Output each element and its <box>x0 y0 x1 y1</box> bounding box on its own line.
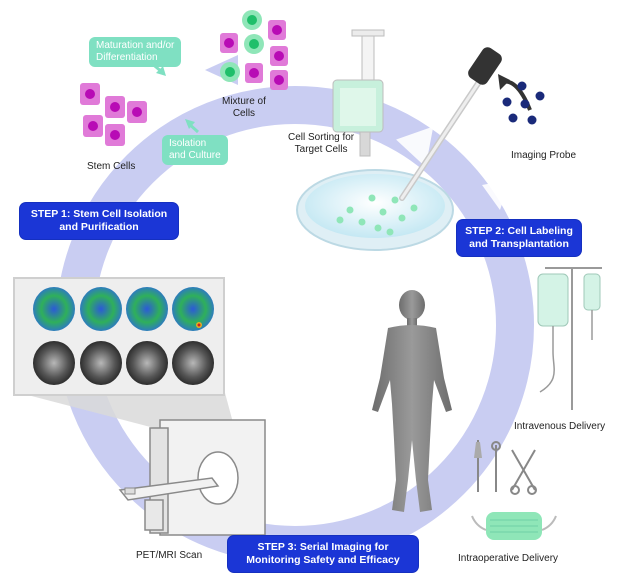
scanner-icon <box>118 419 266 536</box>
petri-dish-icon <box>296 169 454 251</box>
brain-scan-icon <box>33 287 214 385</box>
iv-bag-icon <box>537 267 602 410</box>
pet-mri-label: PET/MRI Scan <box>136 550 203 561</box>
isolation-culture-label: Isolation and Culture <box>162 135 228 165</box>
dropper-icon <box>399 47 502 201</box>
human-silhouette-icon <box>372 290 452 512</box>
imaging-probe-label: Imaging Probe <box>511 150 577 161</box>
step3-box: STEP 3: Serial Imaging for Monitoring Sa… <box>228 536 418 572</box>
step1-box: STEP 1: Stem Cell Isolation and Purifica… <box>20 203 178 239</box>
step2-box: STEP 2: Cell Labeling and Transplantatio… <box>457 220 581 256</box>
maturation-label: Maturation and/or Differentiation <box>89 37 182 67</box>
cell-sorting-label: Cell Sorting for Target Cells <box>288 132 355 155</box>
intraoperative-label: Intraoperative Delivery <box>458 553 559 564</box>
intravenous-label: Intravenous Delivery <box>514 421 606 432</box>
cell-mixture-icon <box>220 10 288 90</box>
mask-icon <box>471 512 557 540</box>
stem-cells-label: Stem Cells <box>87 161 136 172</box>
stem-cell-icon <box>80 83 147 146</box>
mixture-label: Mixture of Cells <box>222 96 266 119</box>
surgical-tools-icon <box>474 440 537 495</box>
syringe-icon <box>332 29 385 157</box>
imaging-probe-icon <box>498 74 545 125</box>
